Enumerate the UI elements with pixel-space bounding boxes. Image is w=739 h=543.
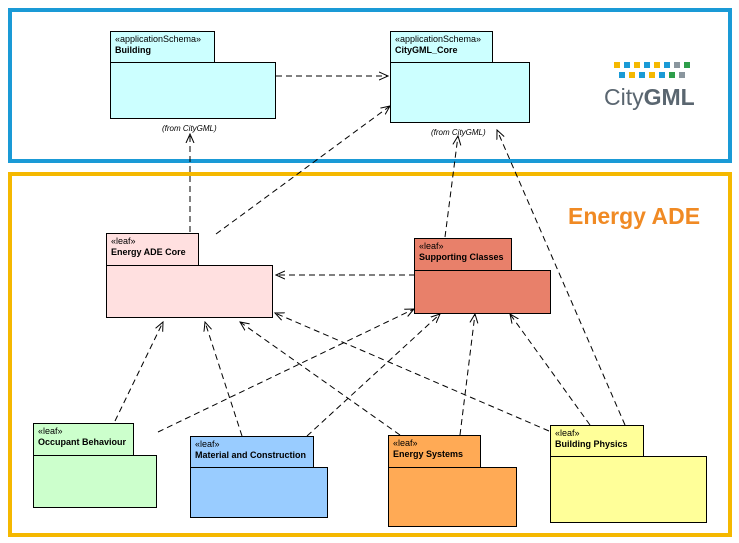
dep-physics-supporting [510,314,591,426]
logo-word-gml: GML [643,84,695,110]
dep-physics-energycore [275,313,550,432]
package-stereotype: «leaf» [111,236,136,246]
package-name: Supporting Classes [419,252,504,262]
package-body [388,467,517,527]
package-name: CityGML_Core [395,45,458,55]
logo-word-city: City [604,84,644,110]
package-name: Energy ADE Core [111,247,186,257]
logo-square [684,62,690,68]
package-body [33,455,157,508]
package-tab: «leaf» Energy Systems [388,435,481,468]
logo-square [669,72,675,78]
package-body [190,467,328,518]
package-name: Occupant Behaviour [38,437,127,447]
logo-square [624,62,630,68]
dep-energysystems-supporting [459,314,475,436]
package-tab: «leaf» Occupant Behaviour [33,423,134,456]
package-name: Building Physics [555,439,628,449]
energy-ade-title: Energy ADE [568,203,701,229]
package-body [550,456,707,523]
package-supporting-classes[interactable]: «leaf» Supporting Classes [414,238,551,314]
logo-square [679,72,685,78]
citygml-logo-text: CityGML [604,84,695,111]
dep-occupant-energycore [114,322,163,422]
package-stereotype: «leaf» [195,439,220,449]
package-citygml-core[interactable]: «applicationSchema» CityGML_Core [390,31,530,123]
citygml-frame [8,8,732,163]
package-name: Energy Systems [393,449,464,459]
package-occupant-behaviour[interactable]: «leaf» Occupant Behaviour [33,423,157,508]
dep-energycore-core [215,106,390,235]
package-body [110,62,276,119]
logo-square [664,62,670,68]
logo-square [634,62,640,68]
package-building[interactable]: «applicationSchema» Building [110,31,276,119]
package-body [414,270,551,314]
package-stereotype: «applicationSchema» [115,34,202,44]
logo-square [644,62,650,68]
logo-square [649,72,655,78]
package-tab: «leaf» Building Physics [550,425,644,457]
package-tab: «leaf» Material and Construction [190,436,314,468]
package-energy-systems[interactable]: «leaf» Energy Systems [388,435,517,527]
package-tab: «leaf» Energy ADE Core [106,233,199,266]
from-label: (from CityGML) [162,124,217,133]
package-material-construction[interactable]: «leaf» Material and Construction [190,436,328,518]
package-stereotype: «applicationSchema» [395,34,482,44]
package-stereotype: «leaf» [38,426,63,436]
dep-material-supporting [306,314,440,437]
dep-material-energycore [205,322,243,437]
package-building-physics[interactable]: «leaf» Building Physics [550,425,707,523]
energy-ade-frame [8,172,732,537]
package-name: Material and Construction [195,450,307,460]
dep-supporting-core [444,136,458,238]
logo-square [654,62,660,68]
logo-square [659,72,665,78]
package-tab: «applicationSchema» CityGML_Core [390,31,493,63]
dep-energysystems-energycore [240,322,401,436]
package-body [106,265,273,318]
package-tab: «leaf» Supporting Classes [414,238,512,271]
logo-square [619,72,625,78]
package-stereotype: «leaf» [393,438,418,448]
logo-square [614,62,620,68]
package-tab: «applicationSchema» Building [110,31,215,63]
from-label: (from CityGML) [431,128,486,137]
package-stereotype: «leaf» [555,428,580,438]
dep-physics-core [497,130,626,426]
logo-square [629,72,635,78]
dep-occupant-supporting [157,309,414,433]
logo-square [674,62,680,68]
package-energy-ade-core[interactable]: «leaf» Energy ADE Core [106,233,273,318]
package-stereotype: «leaf» [419,241,444,251]
package-body [390,62,530,123]
package-name: Building [115,45,151,55]
logo-square [639,72,645,78]
